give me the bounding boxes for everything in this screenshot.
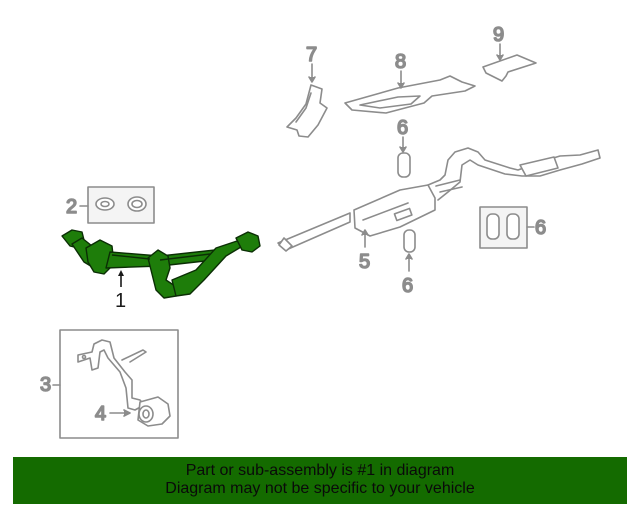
part-6-hanger-upper[interactable] [397,152,411,178]
callout-1[interactable]: 1 [115,270,126,312]
callout-5[interactable]: 5 [358,229,371,274]
banner-line-2: Diagram may not be specific to your vehi… [165,480,475,497]
banner-line-1: Part or sub-assembly is #1 in diagram [185,462,455,479]
svg-text:1: 1 [115,290,126,312]
part-1-exhaust-pipe-catalytic-converter[interactable] [61,229,261,299]
svg-text:8: 8 [395,51,406,73]
callout-7[interactable]: 7 [305,43,318,83]
svg-text:3: 3 [40,374,51,396]
part-4-insulator[interactable] [137,396,171,427]
callout-3[interactable]: 3 [39,373,61,397]
callout-4[interactable]: 4 [94,402,131,426]
svg-text:2: 2 [66,196,77,218]
part-5-muffler-assembly[interactable] [277,147,601,252]
svg-text:6: 6 [402,275,413,297]
part-7-heat-shield-bracket[interactable] [286,84,328,138]
callout-8[interactable]: 8 [394,50,407,89]
svg-text:7: 7 [306,44,317,66]
part-6-hanger-kit[interactable] [479,206,535,249]
parts-diagram: 7 8 9 6 [39,23,601,439]
part-6-hanger-lower[interactable] [403,229,416,253]
part-8-heat-shield[interactable] [344,75,476,114]
callout-9[interactable]: 9 [492,23,505,61]
part-9-shield-plate[interactable] [482,54,537,82]
svg-text:9: 9 [493,24,504,46]
callout-6-box[interactable]: 6 [534,216,547,240]
callout-2[interactable]: 2 [65,195,89,219]
svg-text:4: 4 [95,403,106,425]
part-info-banner: Part or sub-assembly is #1 in diagram Di… [13,457,627,504]
svg-text:6: 6 [535,217,546,239]
svg-text:5: 5 [359,251,370,273]
svg-text:6: 6 [397,117,408,139]
callout-6-lower[interactable]: 6 [401,253,414,298]
callout-6-upper[interactable]: 6 [396,116,409,153]
part-2-gasket-kit[interactable] [87,186,155,224]
